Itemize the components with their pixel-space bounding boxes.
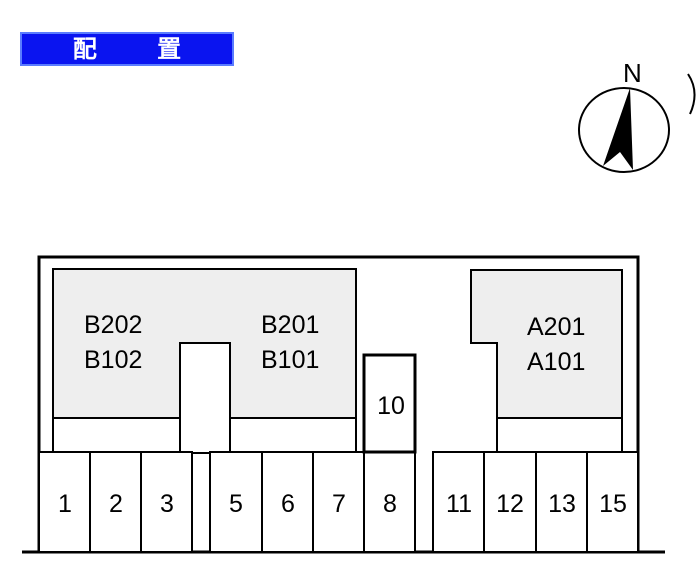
unit-a201: A201 <box>527 313 585 341</box>
parking-space <box>432 451 485 553</box>
parking-space <box>312 451 365 553</box>
building-b <box>52 268 357 454</box>
parking-space <box>209 451 263 553</box>
parking-space <box>38 451 91 553</box>
parking-space <box>586 451 639 553</box>
parking-label: 15 <box>599 490 627 518</box>
parking-label: 5 <box>229 490 243 518</box>
parking-label: 6 <box>281 490 295 518</box>
parking-space <box>535 451 588 553</box>
parking-label: 7 <box>332 490 346 518</box>
parking-space <box>362 353 417 454</box>
parking-label: 1 <box>58 490 72 518</box>
parking-space <box>89 451 142 553</box>
compass-north-label: N <box>623 58 642 88</box>
unit-b101: B101 <box>261 346 319 374</box>
unit-b102: B102 <box>84 346 142 374</box>
parking-label: 10 <box>377 392 405 420</box>
parking-label: 11 <box>446 490 472 518</box>
parking-space <box>140 451 193 553</box>
parking-label: 13 <box>548 490 576 518</box>
building-a <box>470 269 623 453</box>
unit-b202: B202 <box>84 311 142 339</box>
parking-label: 12 <box>496 490 524 518</box>
unit-b201: B201 <box>261 311 319 339</box>
unit-a101: A101 <box>527 348 585 376</box>
parking-space <box>261 451 314 553</box>
parking-space <box>363 451 416 553</box>
north-compass-icon: N <box>578 58 696 173</box>
page-title: 配 置 図 <box>20 32 234 93</box>
parking-space <box>483 451 537 553</box>
parking-label: 2 <box>109 490 123 518</box>
parking-label: 3 <box>160 490 174 518</box>
parking-label: 8 <box>383 490 397 518</box>
